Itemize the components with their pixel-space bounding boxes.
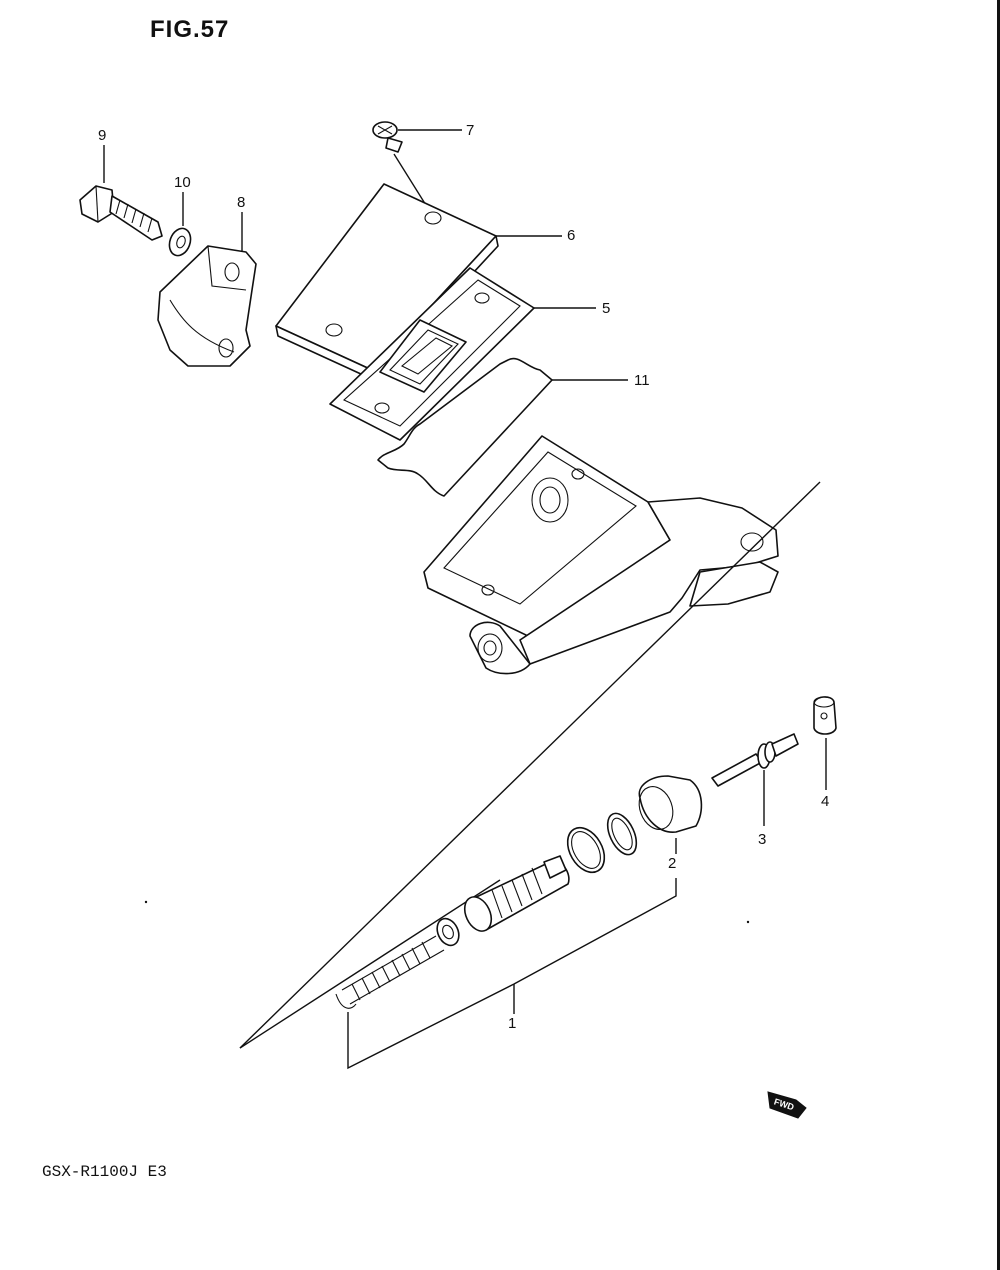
- assembly-axis-line: [239, 481, 821, 1049]
- callout-4: 4: [821, 793, 829, 810]
- stray-mark: [746, 920, 750, 924]
- leader-1-bracket: [347, 983, 515, 1070]
- master-cylinder-body[interactable]: [423, 435, 779, 675]
- part-4-boot-cap[interactable]: [813, 696, 837, 735]
- callout-3: 3: [758, 831, 766, 848]
- callout-1: 1: [508, 1015, 516, 1032]
- callout-11: 11: [634, 372, 650, 389]
- model-code: GSX-R1100J E3: [42, 1163, 167, 1181]
- callout-7: 7: [466, 122, 474, 139]
- callout-10: 10: [174, 174, 191, 191]
- part-3-push-rod[interactable]: [711, 733, 799, 787]
- fwd-arrow-icon: FWD: [767, 1091, 807, 1119]
- part-9-bolt[interactable]: [79, 185, 163, 241]
- part-1-piston-assembly[interactable]: [335, 855, 570, 1009]
- leader-2-to-1: [513, 878, 677, 985]
- callout-2: 2: [668, 855, 676, 872]
- callout-8: 8: [237, 194, 245, 211]
- part-7-screw[interactable]: [372, 121, 403, 153]
- part-5-diaphragm-plate[interactable]: [329, 267, 535, 441]
- callout-9: 9: [98, 127, 106, 144]
- part-10-washer[interactable]: [166, 225, 194, 258]
- assembly-axis-line-lower: [239, 879, 501, 1049]
- part-11-gasket[interactable]: [377, 357, 553, 497]
- page-edge-border: [997, 0, 1000, 1270]
- part-2-seal-kit[interactable]: [560, 775, 703, 879]
- figure-title: FIG.57: [150, 16, 230, 43]
- callout-6: 6: [567, 227, 575, 244]
- part-8-clamp[interactable]: [157, 245, 257, 367]
- stray-mark: [144, 900, 148, 904]
- callout-5: 5: [602, 300, 610, 317]
